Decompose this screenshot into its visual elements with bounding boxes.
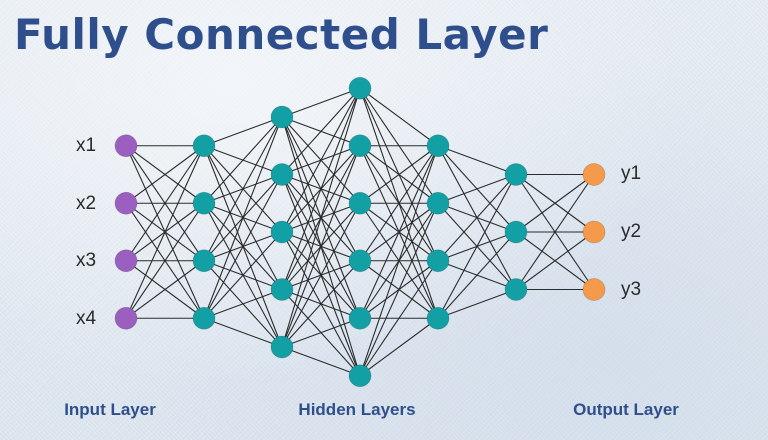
edge-l3-5-to-1 (359, 203, 439, 376)
output-label-y3: y3 (621, 279, 642, 300)
edge-l1-3-to-2 (203, 231, 283, 319)
edge-l2-4-to-4 (281, 317, 361, 348)
edge-l1-3-to-1 (203, 174, 283, 319)
hidden-node-l3-4 (348, 249, 372, 273)
edge-l3-2-to-0 (359, 145, 439, 204)
edge-l1-3-to-0 (203, 116, 283, 319)
edge-l4-3-to-0 (437, 174, 517, 319)
edge-l5-2-to-0 (515, 174, 595, 290)
hidden-node-l1-1 (192, 134, 216, 158)
edge-l2-3-to-0 (281, 88, 361, 290)
edge-l2-4-to-1 (281, 145, 361, 348)
hidden-node-l4-1 (426, 134, 450, 158)
edge-l1-0-to-0 (203, 116, 283, 147)
output-node-l6-3 (582, 278, 606, 301)
edge-l1-3-to-3 (203, 288, 283, 319)
input-node-l0-2 (114, 191, 138, 215)
edge-l0-3-to-1 (125, 202, 205, 319)
hidden-node-l2-2 (270, 163, 294, 186)
hidden-node-l3-2 (348, 134, 372, 158)
edge-l4-3-to-1 (437, 231, 517, 319)
output-node-l6-2 (582, 220, 606, 244)
edge-l0-2-to-0 (125, 145, 205, 262)
hidden-node-l3-6 (348, 364, 372, 388)
edge-l2-4-to-3 (281, 260, 361, 348)
input-node-l0-3 (114, 249, 138, 273)
edge-l4-2-to-0 (437, 174, 517, 262)
page-title: Fully Connected Layer (14, 10, 549, 59)
edge-l2-0-to-0 (281, 87, 361, 118)
input-label-x3: x3 (76, 250, 97, 271)
hidden-node-l3-5 (348, 306, 372, 330)
hidden-node-l4-3 (426, 249, 450, 273)
input-node-l0-4 (114, 306, 138, 330)
edge-l2-4-to-5 (281, 346, 361, 377)
edge-l0-3-to-2 (125, 260, 205, 319)
output-node-l6-1 (582, 163, 606, 186)
edge-l3-3-to-0 (359, 145, 439, 262)
hidden-layers-label: Hidden Layers (298, 400, 416, 419)
edge-l3-4-to-0 (359, 145, 439, 319)
edge-l3-5-to-0 (359, 145, 439, 376)
hidden-node-l4-4 (426, 306, 450, 330)
input-label-x4: x4 (76, 308, 97, 329)
hidden-node-l5-2 (504, 220, 528, 244)
input-node-l0-1 (114, 134, 138, 158)
hidden-node-l5-1 (504, 163, 528, 186)
edge-l2-4-to-2 (281, 202, 361, 348)
hidden-node-l1-3 (192, 249, 216, 273)
edge-l2-1-to-0 (281, 87, 361, 175)
edge-l2-2-to-0 (281, 87, 361, 233)
hidden-node-l5-3 (504, 278, 528, 301)
hidden-node-l1-2 (192, 191, 216, 215)
hidden-node-l1-4 (192, 306, 216, 330)
edge-l1-1-to-0 (203, 116, 283, 204)
edge-l1-2-to-0 (203, 116, 283, 262)
edge-l3-0-to-0 (359, 87, 439, 147)
output-label-y1: y1 (621, 163, 642, 184)
edge-l2-4-to-0 (281, 88, 361, 348)
hidden-node-l3-3 (348, 191, 372, 215)
edge-l3-5-to-2 (359, 260, 439, 377)
edge-l1-3-to-4 (203, 317, 283, 348)
output-label-y2: y2 (621, 221, 642, 242)
input-label-x2: x2 (76, 193, 97, 214)
edge-l3-5-to-3 (359, 317, 439, 377)
edge-l5-2-to-1 (515, 231, 595, 290)
edge-l5-1-to-0 (515, 174, 595, 233)
hidden-node-l4-2 (426, 191, 450, 215)
edge-l4-3-to-2 (437, 288, 517, 319)
output-layer-label: Output Layer (573, 400, 679, 419)
connection-edges (125, 87, 595, 377)
hidden-node-l3-1 (348, 76, 372, 100)
hidden-node-l2-4 (270, 278, 294, 301)
network-nodes (114, 76, 606, 388)
input-label-x1: x1 (76, 135, 97, 156)
edge-l4-1-to-0 (437, 173, 517, 204)
input-layer-label: Input Layer (64, 400, 156, 419)
hidden-node-l2-5 (270, 335, 294, 359)
edge-l4-0-to-0 (437, 145, 517, 176)
edge-l0-1-to-0 (125, 145, 205, 204)
hidden-node-l2-1 (270, 105, 294, 129)
edge-l0-3-to-0 (125, 145, 205, 319)
hidden-node-l2-3 (270, 220, 294, 244)
